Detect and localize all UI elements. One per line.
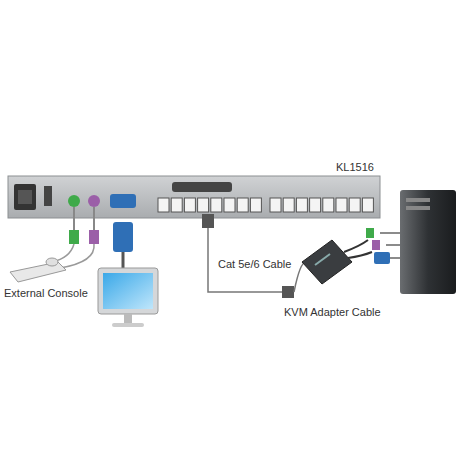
db25-port: [172, 182, 232, 192]
keyboard: [10, 262, 66, 282]
rj45-plug: [202, 214, 214, 228]
monitor: [98, 268, 158, 314]
mouse: [46, 258, 58, 266]
ps2-keyboard-port: [68, 195, 80, 207]
ps2-mouse-port: [88, 195, 100, 207]
vga-plug: [113, 222, 133, 252]
console-label: External Console: [4, 287, 88, 299]
model-label: KL1516: [336, 161, 374, 173]
rj45-ports: [158, 198, 373, 212]
kvm-adapter: [302, 240, 352, 284]
power-switch: [44, 186, 52, 206]
adapter-label: KVM Adapter Cable: [284, 306, 381, 318]
switch-panel: [8, 176, 380, 218]
cable-label: Cat 5e/6 Cable: [218, 258, 291, 270]
pc-tower: [400, 190, 456, 294]
power-socket: [14, 184, 36, 210]
vga-port: [110, 194, 136, 208]
